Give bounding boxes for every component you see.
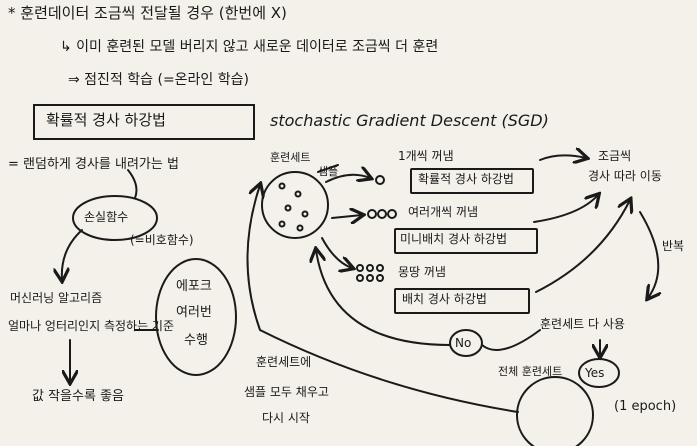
epoch-line-1: 에포크 <box>176 279 212 294</box>
all-pick-label: 몽땅 꺼냄 <box>398 265 446 279</box>
sgd-title-box <box>33 104 255 140</box>
ml-line-1: 머신러닝 알고리즘 <box>10 291 103 305</box>
sgd-english: stochastic Gradient Descent (SGD) <box>270 111 549 130</box>
minibatch-box <box>394 228 538 254</box>
line-2: ↳ 이미 훈련된 모델 버리지 않고 새로운 데이터로 조금씩 더 훈련 <box>60 39 439 55</box>
minibatch-label: 미니배치 경사 하강법 <box>400 232 507 246</box>
use-all-label: 훈련세트 다 사용 <box>540 317 625 331</box>
repeat-label: 반복 <box>662 239 685 253</box>
line-3: ⇒ 점진적 학습 (=온라인 학습) <box>68 72 249 88</box>
sgd-method-box <box>410 168 534 194</box>
train-set-circle <box>261 171 329 239</box>
loss-function-label: 손실함수 <box>84 210 129 224</box>
epoch-line-2: 여러번 <box>176 305 212 320</box>
random-note: = 랜덤하게 경사를 내려가는 법 <box>8 157 179 172</box>
slowly-label: 조금씩 <box>598 149 632 163</box>
one-pick-label: 1개씩 꺼냄 <box>398 149 454 163</box>
batch-label: 배치 경사 하강법 <box>402 292 487 306</box>
epoch-note: (1 epoch) <box>614 399 677 414</box>
restart-line-3: 다시 시작 <box>262 411 310 425</box>
unfavorable-label: (=비호함수) <box>130 233 194 247</box>
train-set-label: 훈련세트 <box>270 151 311 164</box>
line-1: * 훈련데이터 조금씩 전달될 경우 (한번에 X) <box>8 4 287 22</box>
full-train-label: 전체 훈련세트 <box>498 365 563 378</box>
loss-cloud <box>72 195 158 241</box>
full-train-circle <box>516 376 594 446</box>
sgd-method-label: 확률적 경사 하강법 <box>418 172 514 186</box>
ml-line-2: 얼마나 엉터리인지 측정하는 기준 <box>8 319 175 333</box>
several-pick-label: 여러개씩 꺼냄 <box>408 205 479 219</box>
no-label: No <box>455 336 472 350</box>
sample-label: 샘플 <box>318 165 339 178</box>
restart-line-1: 훈련세트에 <box>256 355 312 369</box>
low-is-good: 값 작을수록 좋음 <box>32 389 124 404</box>
descend-label: 경사 따라 이동 <box>588 169 662 183</box>
epoch-cloud <box>155 258 237 376</box>
yes-label: Yes <box>585 366 605 380</box>
sgd-korean: 확률적 경사 하강법 <box>46 111 166 129</box>
epoch-line-3: 수행 <box>184 333 208 348</box>
restart-line-2: 샘플 모두 채우고 <box>244 385 329 399</box>
batch-box <box>394 288 530 314</box>
